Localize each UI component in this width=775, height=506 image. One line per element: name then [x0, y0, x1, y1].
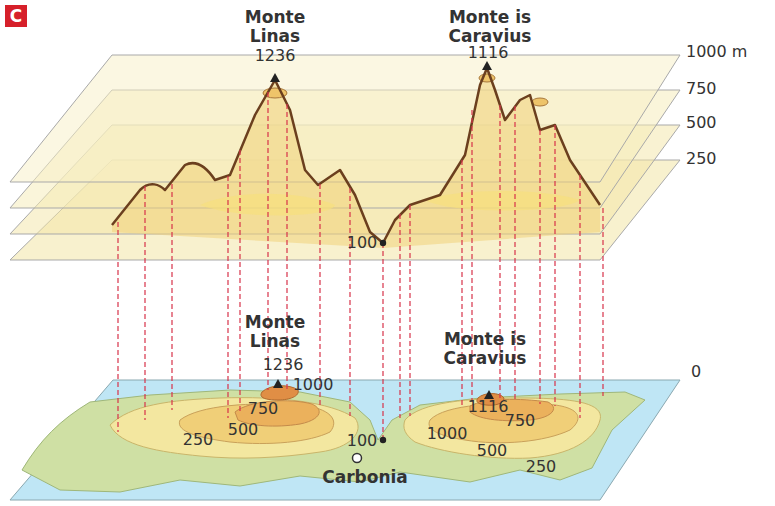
map-shape — [22, 390, 645, 492]
elevation-number: 1116 — [468, 44, 509, 62]
map-shape — [353, 454, 362, 463]
map-shape — [461, 160, 462, 408]
elevation-number: 100 — [347, 432, 378, 450]
map-shape — [10, 380, 680, 500]
contour-number: 1000 — [427, 425, 468, 443]
map-shape — [482, 61, 492, 70]
level-label: 250 — [686, 150, 717, 168]
panel-letter: C — [5, 5, 27, 27]
map-shape — [270, 73, 280, 82]
contour-number: 250 — [526, 458, 557, 476]
peak-name: Monte is Caravius — [440, 8, 540, 45]
contour-number: 1236 — [263, 356, 304, 374]
map-shape — [602, 208, 603, 396]
contour-number: 250 — [183, 431, 214, 449]
map-shape — [110, 398, 358, 458]
map-shape — [425, 191, 580, 211]
elevation-number: 100 — [347, 234, 378, 252]
map-shape — [112, 68, 600, 243]
map-shape — [117, 222, 118, 432]
elevation-number: 1236 — [255, 47, 296, 65]
map-shape — [380, 437, 386, 443]
map-shape — [579, 175, 580, 418]
level-label: 0 — [691, 363, 701, 381]
contour-number: 1000 — [293, 376, 334, 394]
map-shape — [227, 176, 228, 418]
map-shape — [554, 125, 555, 406]
map-shape — [382, 243, 383, 440]
map-shape — [532, 98, 548, 106]
map-shape — [319, 184, 320, 406]
map-shape — [112, 68, 600, 248]
map-shape — [349, 188, 350, 416]
map-shape — [399, 214, 400, 418]
level-label: 750 — [686, 80, 717, 98]
map-shape — [539, 130, 540, 404]
level-label: 1000 m — [686, 43, 747, 61]
contour-number: 500 — [228, 421, 259, 439]
peak-name: Monte Linas — [235, 313, 315, 350]
elevation-number: 1116 — [468, 398, 509, 416]
level-label: 500 — [686, 114, 717, 132]
map-shape — [118, 92, 603, 440]
map-shape — [380, 240, 386, 246]
peak-name: Monte Linas — [235, 8, 315, 45]
contour-number: 750 — [505, 412, 536, 430]
map-shape — [239, 150, 240, 412]
map-shape — [10, 55, 680, 182]
contour-number: 750 — [248, 400, 279, 418]
peak-name: Monte is Caravius — [430, 330, 540, 367]
map-shape — [273, 379, 283, 388]
map-shape — [171, 184, 172, 410]
town-name: Carbonia — [322, 468, 408, 487]
map-shape — [144, 186, 145, 420]
map-shape — [409, 205, 410, 416]
contour-number: 500 — [477, 442, 508, 460]
